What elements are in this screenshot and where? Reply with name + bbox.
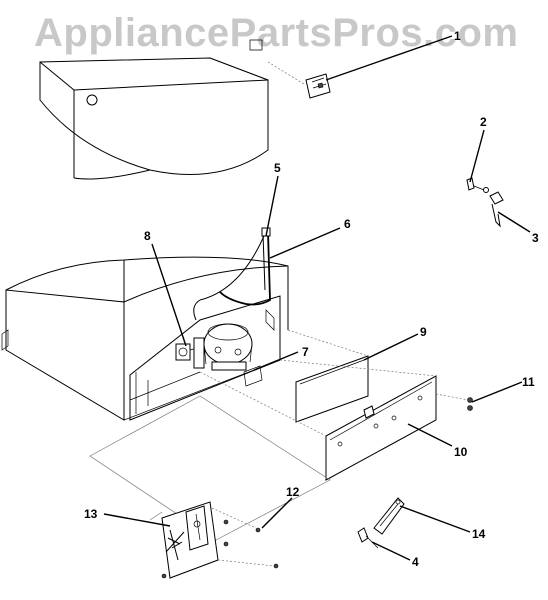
part-11-screws [435, 393, 473, 411]
part-8-relay [175, 337, 205, 369]
part-5-6-tubing [193, 227, 275, 331]
callout-3: 3 [532, 231, 539, 245]
part-13-bracket-assembly [161, 501, 279, 579]
leader-3 [497, 211, 531, 233]
callout-8: 8 [144, 229, 151, 243]
watermark-text: AppliancePartsPros.com [34, 11, 519, 55]
callout-4: 4 [412, 555, 419, 569]
callout-1: 1 [454, 29, 461, 43]
callout-13: 13 [84, 507, 98, 521]
leader-7 [253, 351, 299, 371]
leader-9 [363, 333, 419, 361]
callout-2: 2 [480, 115, 487, 129]
part-2-3-hinge [466, 177, 504, 228]
callout-12: 12 [286, 485, 300, 499]
part-7-bracket [243, 365, 263, 387]
leader-10 [407, 423, 453, 447]
leader-11 [471, 381, 523, 403]
leader-4 [371, 541, 411, 561]
part-1-bracket [267, 61, 331, 99]
part-14-4-hinge [357, 497, 405, 549]
floor-outline [89, 395, 331, 541]
leader-12 [261, 497, 293, 529]
leader-6 [269, 227, 341, 259]
callout-14: 14 [472, 527, 486, 541]
upper-cabinet-drawing [39, 39, 269, 180]
callout-9: 9 [420, 325, 427, 339]
leader-5 [265, 175, 279, 237]
callout-5: 5 [274, 161, 281, 175]
part-9-panel [287, 329, 369, 423]
leader-lines [103, 35, 531, 561]
leader-2 [469, 129, 485, 183]
leader-13 [103, 513, 171, 527]
callout-labels: 1 2 3 4 5 6 7 8 9 10 11 12 13 14 [84, 29, 539, 569]
compressor-drawing [203, 323, 253, 371]
callout-6: 6 [344, 217, 351, 231]
leader-1 [325, 35, 453, 81]
callout-7: 7 [302, 345, 309, 359]
callout-10: 10 [454, 445, 468, 459]
leader-8 [151, 243, 187, 347]
part-10-grille [199, 359, 437, 481]
callout-11: 11 [522, 375, 535, 389]
leader-14 [399, 505, 471, 533]
